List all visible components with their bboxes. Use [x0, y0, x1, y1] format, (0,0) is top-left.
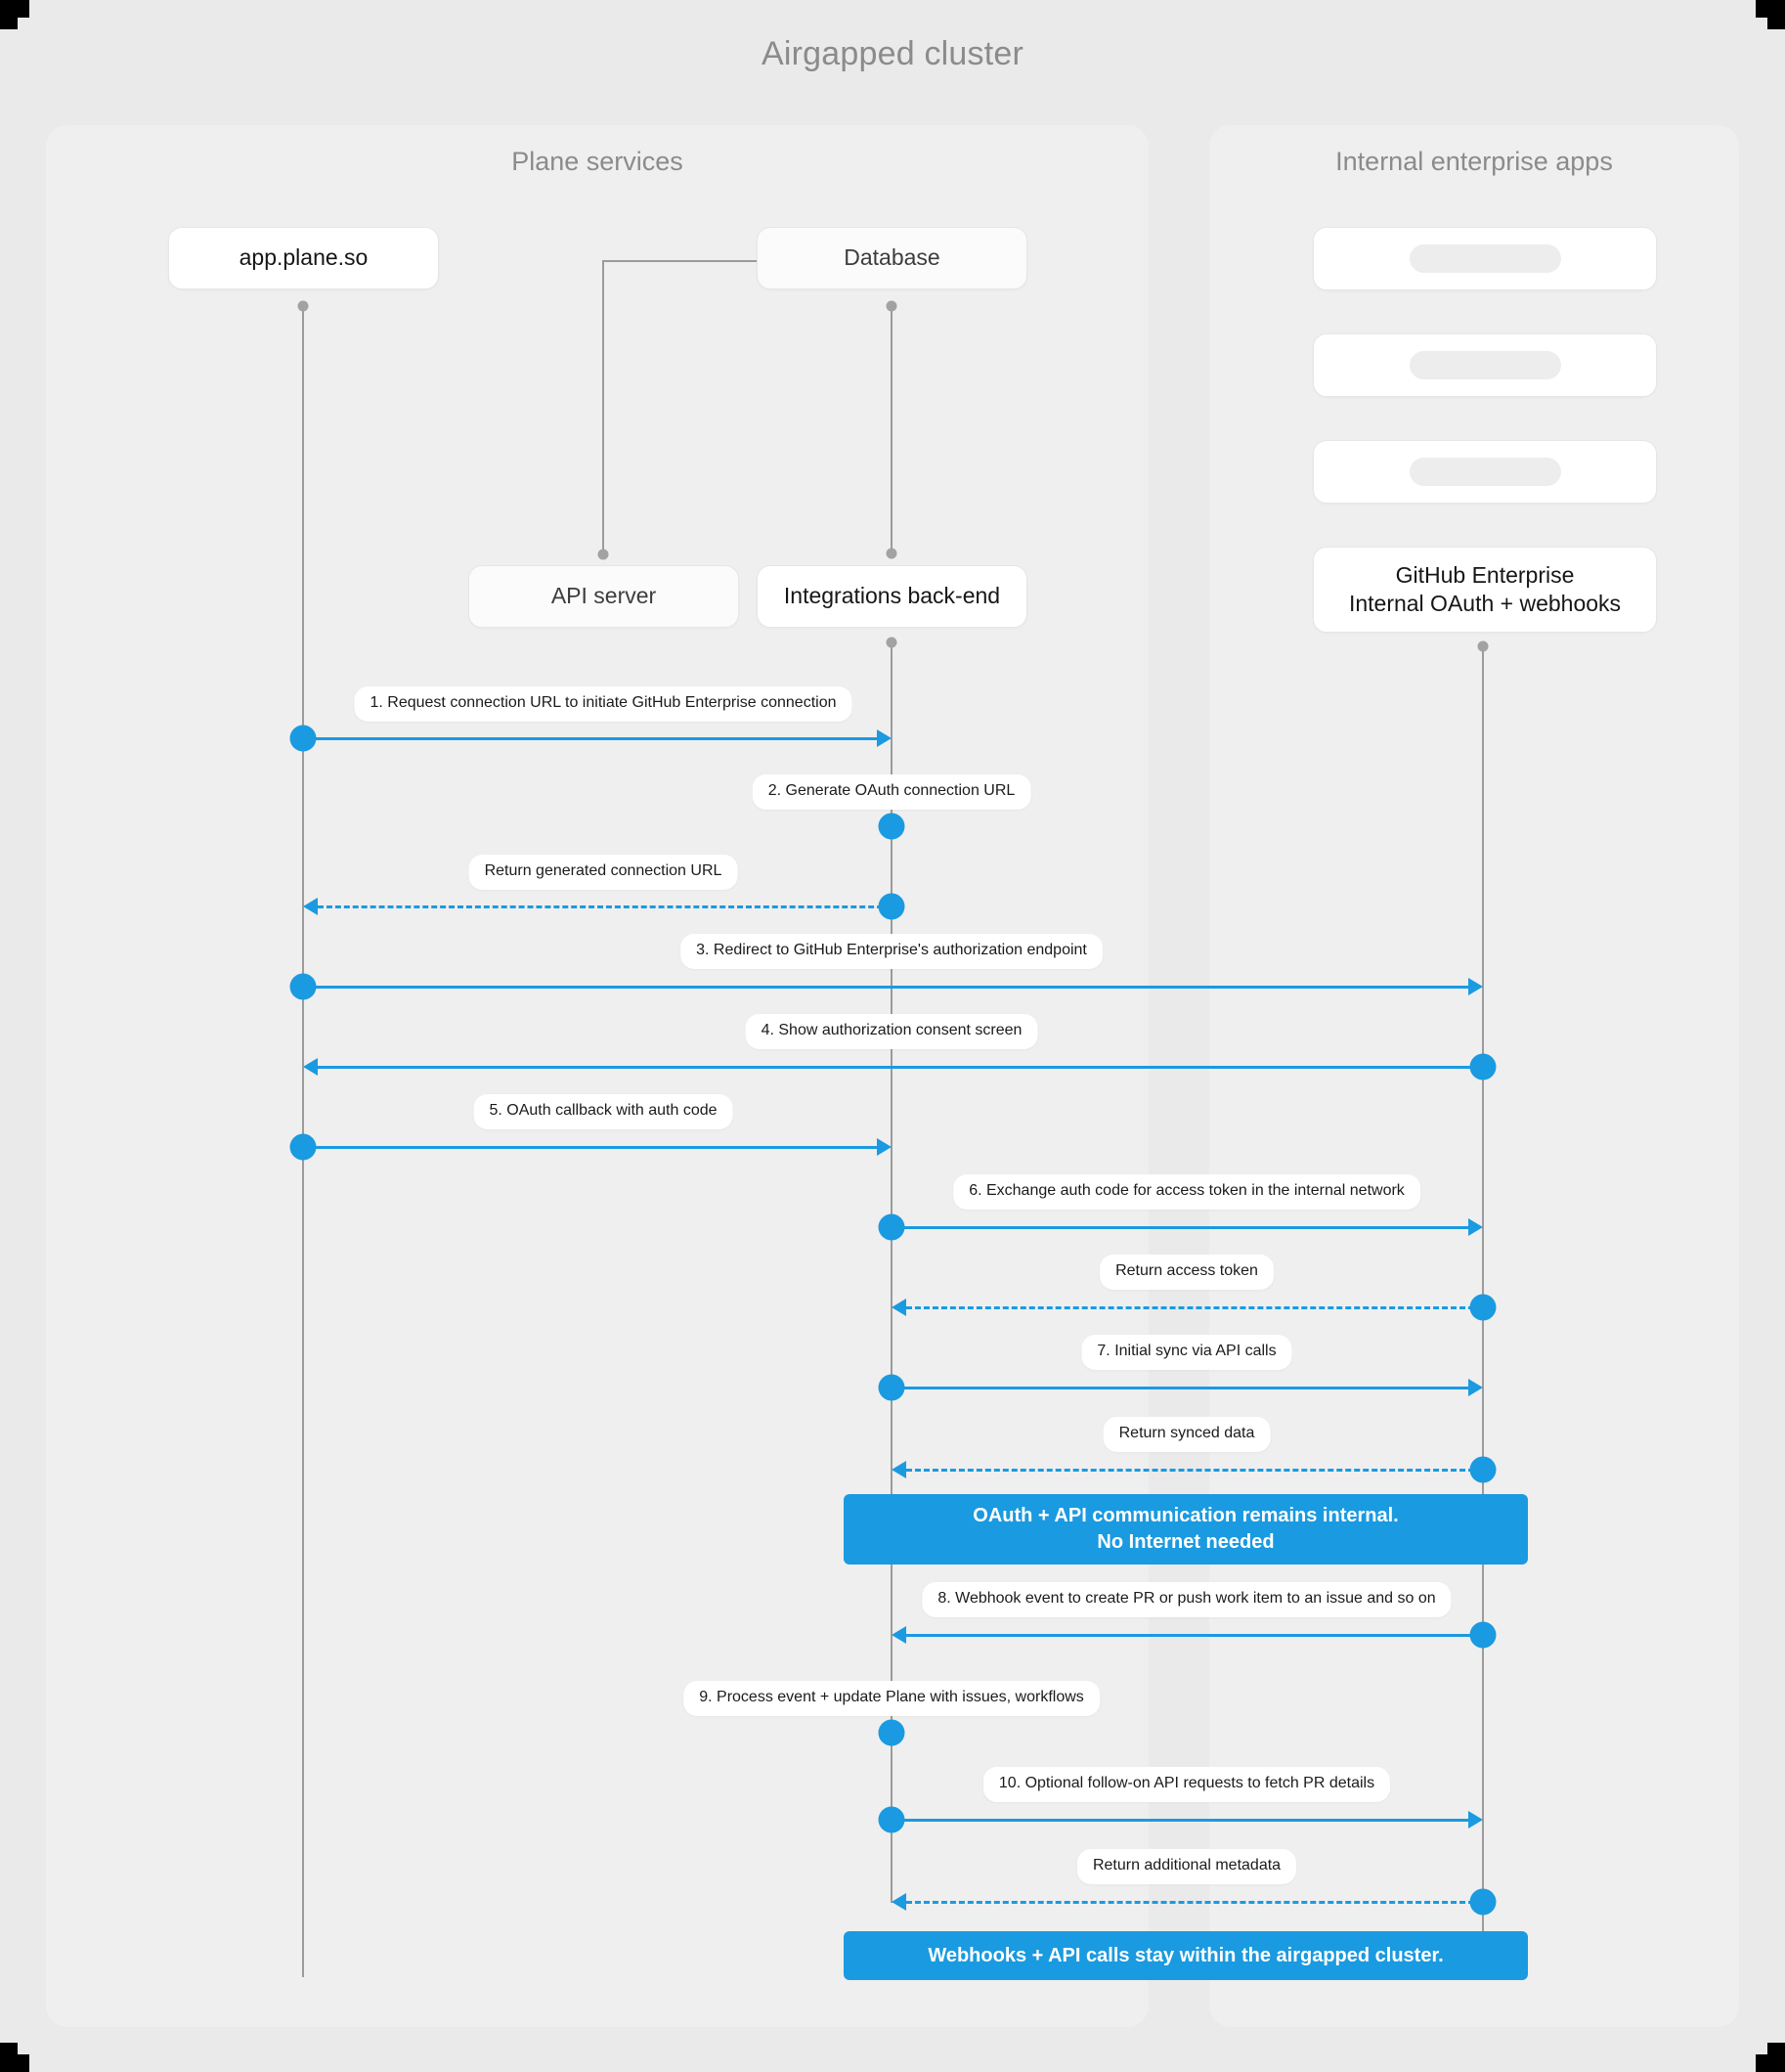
message-line-10: [906, 1469, 1483, 1472]
arrowhead-msg-6: [877, 1138, 892, 1156]
message-label-7: 6. Exchange auth code for access token i…: [953, 1174, 1420, 1210]
activation-dot-msg-2: [878, 813, 905, 840]
arrowhead-msg-7: [1468, 1218, 1483, 1236]
participant-label-github-enterprise-line2: Internal OAuth + webhooks: [1348, 591, 1622, 616]
diagram-title: Airgapped cluster: [762, 35, 1023, 72]
lifeline-dot-database-bottom: [886, 548, 897, 559]
participant-label-api-server: API server: [550, 583, 657, 609]
message-line-7: [892, 1226, 1468, 1229]
arrowhead-msg-8: [892, 1299, 906, 1316]
lifeline-dot-integrations-backend: [886, 637, 897, 648]
group-gap-band: [1149, 125, 1209, 2027]
arrowhead-msg-3: [303, 898, 318, 915]
activation-dot-msg-12: [878, 1719, 905, 1746]
lifeline-dot-app-plane-so: [297, 300, 309, 312]
note-oauth-internal: OAuth + API communication remains intern…: [844, 1494, 1528, 1565]
lifeline-integrations-backend: [891, 641, 892, 1903]
arrowhead-msg-1: [877, 729, 892, 747]
message-line-14: [906, 1901, 1483, 1904]
placeholder-bar-icon: [1409, 351, 1561, 379]
corner-mark-bottom-right-v: [1767, 2043, 1785, 2072]
participant-database[interactable]: Database: [757, 227, 1027, 289]
participant-placeholder-app-2[interactable]: [1313, 333, 1657, 397]
connector-api-server-horizontal: [602, 260, 892, 262]
lifeline-dot-github-enterprise: [1477, 640, 1489, 652]
participant-label-github-enterprise-line1: GitHub Enterprise: [1395, 561, 1575, 588]
message-line-5: [318, 1066, 1483, 1069]
group-title-plane-services: Plane services: [511, 147, 683, 176]
note-oauth-internal-line1: OAuth + API communication remains intern…: [973, 1505, 1399, 1526]
arrowhead-msg-14: [892, 1893, 906, 1911]
placeholder-bar-icon: [1409, 458, 1561, 486]
arrowhead-msg-4: [1468, 978, 1483, 995]
corner-mark-bottom-left-v: [0, 2043, 18, 2072]
note-webhooks-airgapped: Webhooks + API calls stay within the air…: [844, 1931, 1528, 1980]
message-label-13: 10. Optional follow-on API requests to f…: [982, 1767, 1391, 1802]
participant-github-enterprise[interactable]: GitHub Enterprise Internal OAuth + webho…: [1313, 547, 1657, 633]
message-label-5: 4. Show authorization consent screen: [745, 1014, 1038, 1049]
message-line-3: [318, 905, 892, 908]
message-line-9: [892, 1387, 1468, 1389]
connector-endpoint-dot-api-server: [597, 549, 609, 560]
message-label-10: Return synced data: [1103, 1417, 1271, 1452]
message-label-8: Return access token: [1100, 1255, 1274, 1290]
arrowhead-msg-9: [1468, 1379, 1483, 1396]
participant-app-plane-so[interactable]: app.plane.so: [168, 227, 439, 289]
connector-api-server-vertical: [602, 260, 604, 553]
group-title-internal-enterprise-apps: Internal enterprise apps: [1335, 147, 1613, 176]
message-label-4: 3. Redirect to GitHub Enterprise's autho…: [680, 934, 1103, 969]
note-webhooks-airgapped-line1: Webhooks + API calls stay within the air…: [928, 1944, 1444, 1966]
lifeline-database: [891, 305, 892, 553]
participant-placeholder-app-1[interactable]: [1313, 227, 1657, 290]
message-label-1: 1. Request connection URL to initiate Gi…: [354, 686, 852, 722]
message-line-8: [906, 1306, 1483, 1309]
corner-mark-top-right-v: [1767, 0, 1785, 29]
message-line-1: [303, 737, 878, 740]
participant-placeholder-app-3[interactable]: [1313, 440, 1657, 504]
group-plane-services: Plane services: [46, 125, 1149, 2027]
message-label-9: 7. Initial sync via API calls: [1081, 1335, 1292, 1370]
message-line-6: [303, 1146, 878, 1149]
participant-api-server[interactable]: API server: [468, 565, 739, 628]
message-label-2: 2. Generate OAuth connection URL: [752, 774, 1031, 810]
corner-mark-top-left-v: [0, 0, 18, 29]
message-line-4: [303, 986, 1468, 989]
arrowhead-msg-13: [1468, 1811, 1483, 1829]
message-label-12: 9. Process event + update Plane with iss…: [683, 1681, 1100, 1716]
message-label-6: 5. OAuth callback with auth code: [473, 1094, 733, 1129]
participant-label-database: Database: [844, 244, 940, 271]
note-oauth-internal-line2: No Internet needed: [1097, 1531, 1275, 1553]
message-line-11: [906, 1634, 1483, 1637]
arrowhead-msg-10: [892, 1461, 906, 1478]
arrowhead-msg-5: [303, 1058, 318, 1076]
message-label-14: Return additional metadata: [1076, 1849, 1297, 1884]
message-line-13: [892, 1819, 1468, 1822]
participant-label-integrations-backend: Integrations back-end: [783, 583, 1001, 609]
lifeline-dot-database: [886, 300, 897, 312]
placeholder-bar-icon: [1409, 244, 1561, 273]
participant-label-app-plane-so: app.plane.so: [239, 244, 369, 271]
arrowhead-msg-11: [892, 1626, 906, 1644]
participant-integrations-backend[interactable]: Integrations back-end: [757, 565, 1027, 628]
message-label-11: 8. Webhook event to create PR or push wo…: [922, 1582, 1452, 1617]
message-label-3: Return generated connection URL: [468, 855, 738, 890]
